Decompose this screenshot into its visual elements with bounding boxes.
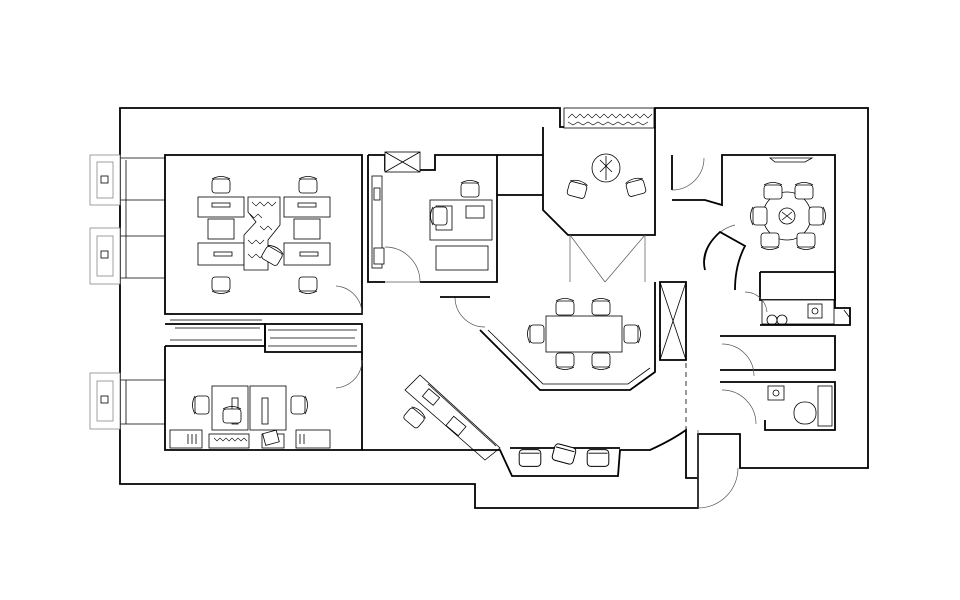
entrance-corridor [335, 281, 739, 509]
waiting-area [362, 428, 698, 479]
toilet-icon [793, 385, 833, 427]
chair-icon [518, 442, 610, 467]
chair-icon [402, 404, 428, 430]
conference-room [671, 154, 836, 301]
window-icon [89, 154, 121, 206]
meeting-table-area [440, 282, 656, 391]
planter-icon [243, 196, 281, 271]
desk-icon [421, 388, 467, 437]
kitchenette [744, 271, 851, 326]
sink-icon [807, 303, 823, 319]
round-table-icon [591, 153, 621, 183]
reception [402, 374, 501, 461]
window-icon [89, 227, 121, 285]
desk-icon [169, 385, 331, 449]
desk-icon [545, 315, 623, 353]
private-office [367, 151, 498, 283]
desk-icon [197, 196, 331, 266]
planter-icon [563, 107, 655, 129]
open-office-lower [164, 346, 363, 451]
window-icon [89, 372, 121, 430]
open-office-upper [164, 154, 363, 353]
restroom [720, 335, 836, 431]
sink-icon [767, 385, 785, 401]
lounge [497, 127, 656, 283]
windows-left [89, 154, 127, 430]
